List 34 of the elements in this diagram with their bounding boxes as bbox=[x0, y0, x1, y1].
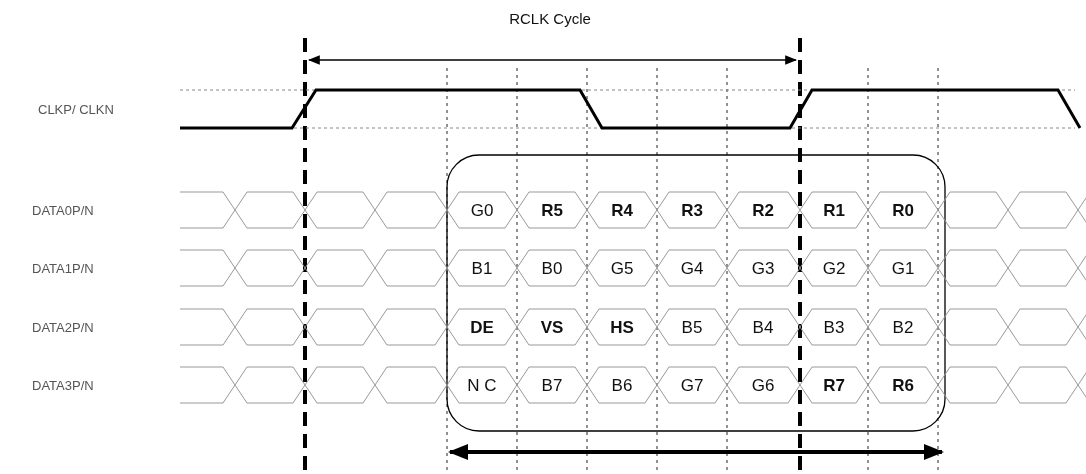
signal-name: CLKP/ CLKN bbox=[38, 102, 114, 116]
bit-label: G0 bbox=[470, 201, 494, 219]
bit-label: B5 bbox=[681, 318, 703, 336]
bit-label: B0 bbox=[541, 259, 563, 277]
signal-name: DATA3P/N bbox=[32, 378, 94, 392]
bit-label: B7 bbox=[541, 376, 563, 394]
bit-label: R1 bbox=[823, 201, 845, 219]
signal-name: DATA0P/N bbox=[32, 203, 94, 217]
bit-label: R3 bbox=[681, 201, 703, 219]
bit-label: R0 bbox=[892, 201, 914, 219]
bit-label: B3 bbox=[823, 318, 845, 336]
bit-label: R6 bbox=[892, 376, 914, 394]
bit-label: R4 bbox=[611, 201, 633, 219]
bit-label: G6 bbox=[751, 376, 775, 394]
bit-label: G1 bbox=[891, 259, 915, 277]
bit-label: B1 bbox=[471, 259, 493, 277]
signal-name: DATA1P/N bbox=[32, 261, 94, 275]
bit-label: VS bbox=[540, 318, 564, 336]
bit-label: N C bbox=[467, 376, 497, 394]
bit-label: B2 bbox=[892, 318, 914, 336]
dimension-label: RCLK Cycle bbox=[509, 10, 591, 26]
bit-label: G7 bbox=[680, 376, 704, 394]
bit-label: B4 bbox=[752, 318, 774, 336]
bit-label: G3 bbox=[751, 259, 775, 277]
bit-label: R2 bbox=[752, 201, 774, 219]
bit-label: R7 bbox=[823, 376, 845, 394]
bit-label: G5 bbox=[610, 259, 634, 277]
bit-label: R5 bbox=[541, 201, 563, 219]
bit-label: G2 bbox=[822, 259, 846, 277]
bit-label: B6 bbox=[611, 376, 633, 394]
signal-name: DATA2P/N bbox=[32, 320, 94, 334]
bit-label: HS bbox=[610, 318, 634, 336]
bit-label: DE bbox=[470, 318, 494, 336]
bit-label: G4 bbox=[680, 259, 704, 277]
